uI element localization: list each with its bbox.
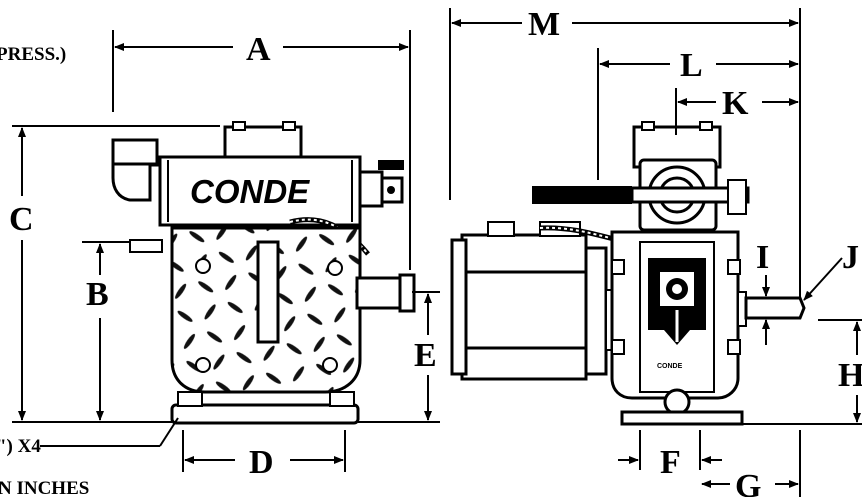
- dim-label-i: I: [756, 239, 769, 276]
- dim-label-e: E: [414, 337, 437, 374]
- note-top-left: PRESS.): [0, 44, 66, 65]
- dim-label-a: A: [246, 31, 271, 68]
- front-dimensions: [12, 30, 440, 472]
- note-bottom-left: ") X4: [0, 436, 41, 457]
- dim-label-b: B: [86, 276, 109, 313]
- brand-label-front: CONDE: [190, 173, 310, 210]
- dim-label-m: M: [528, 6, 560, 43]
- dim-label-h: H: [838, 357, 862, 394]
- dim-label-k: K: [722, 85, 749, 122]
- dim-label-j: J: [842, 239, 859, 276]
- note-units: N INCHES: [0, 478, 89, 497]
- motor-body: [460, 233, 588, 381]
- brand-label-side: CONDE: [657, 363, 683, 370]
- dim-label-c: C: [9, 201, 34, 238]
- front-view: CONDE: [111, 121, 416, 425]
- dim-label-f: F: [660, 444, 681, 481]
- dim-label-g: G: [735, 468, 761, 497]
- dim-label-l: L: [680, 47, 703, 84]
- dim-label-d: D: [249, 444, 274, 481]
- side-dimensions: [449, 8, 862, 497]
- base-foot: [170, 403, 360, 425]
- side-view: CONDE: [450, 121, 806, 426]
